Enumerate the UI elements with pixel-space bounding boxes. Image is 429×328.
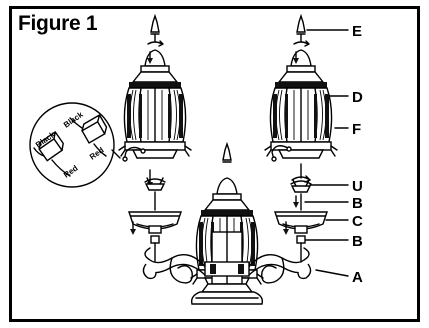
callout-c: C (352, 213, 363, 230)
callout-e: E (352, 23, 362, 40)
mounting-arms (142, 247, 312, 284)
right-wire (271, 145, 289, 161)
callout-b-upper: B (352, 195, 363, 212)
right-washer (290, 163, 312, 193)
callout-f: F (352, 121, 361, 138)
right-lantern (264, 15, 338, 159)
callout-lines (304, 29, 349, 277)
right-cup (274, 211, 328, 234)
figure-title: Figure 1 (18, 12, 98, 35)
callout-a: A (352, 269, 363, 286)
lamp-post (190, 231, 264, 305)
callout-u: U (352, 178, 363, 195)
left-lantern (118, 15, 192, 159)
wiring-detail-bubble (29, 102, 121, 188)
left-cup (128, 211, 182, 234)
callout-b-lower: B (352, 233, 363, 250)
figure-border (9, 6, 420, 322)
callout-d: D (352, 89, 363, 106)
left-wire (123, 146, 143, 161)
left-washer (144, 177, 166, 191)
